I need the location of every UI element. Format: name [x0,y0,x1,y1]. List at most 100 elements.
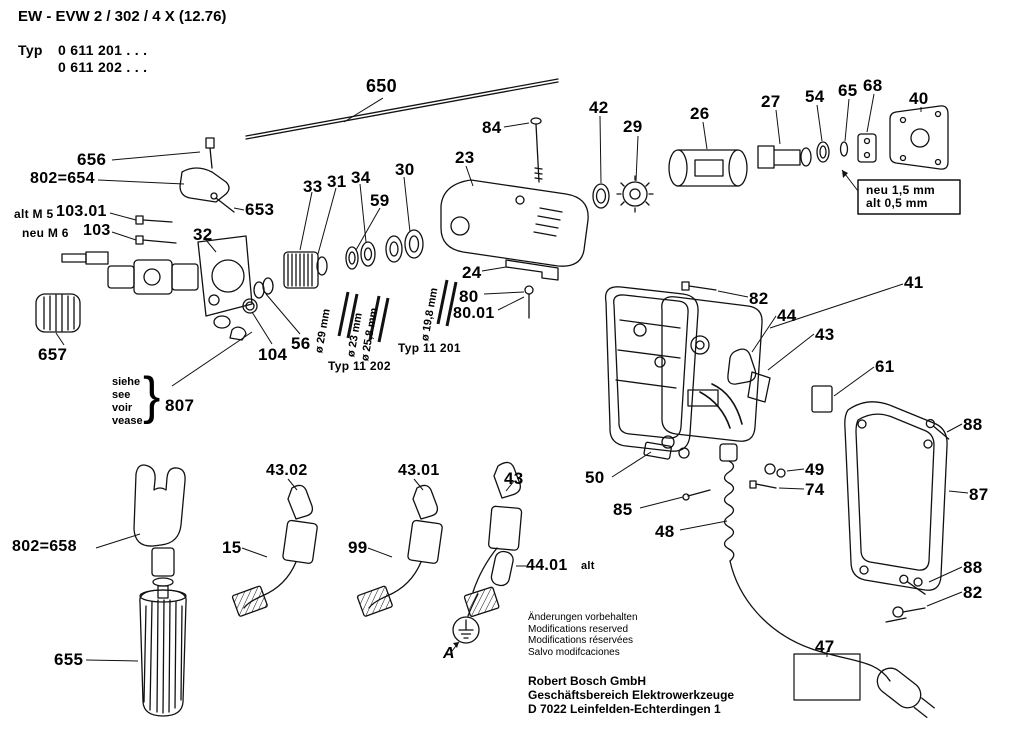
washers-59-30 [345,229,424,270]
note-typ-11-201: Typ 11 201 [398,341,461,355]
part-label-88-bottom: 88 [963,558,983,577]
part-label-44-01: 44.01 [526,557,568,574]
spindle-assembly-807 [61,251,199,295]
part-label-41: 41 [904,273,924,292]
part-label-34: 34 [351,168,371,187]
plate-68 [857,133,877,163]
company-name: Robert Bosch GmbH [528,674,647,688]
field-26 [668,149,748,187]
knurled-sleeve-657 [35,293,81,333]
part-label-43-right: 43 [815,325,835,344]
part-label-655: 655 [54,650,84,669]
part-label-24: 24 [462,263,482,282]
part-label-657: 657 [38,345,68,364]
modifications-line-de: Änderungen vorbehalten [528,612,638,623]
part-label-653: 653 [245,200,275,219]
part-label-23: 23 [455,148,475,167]
part-label-61: 61 [875,357,895,376]
housing-shell-44 [604,286,699,452]
trigger-switch-44-43 [699,348,771,429]
switch-assembly-43-01 [356,484,443,617]
housing-shell-41 [661,296,763,449]
bearing-plate-40 [889,105,949,170]
note-siehe: siehe [112,376,141,388]
part-label-82-top: 82 [749,289,769,308]
depth-rod-650 [245,78,559,140]
part-label-33: 33 [303,177,323,196]
cover-61 [811,385,833,413]
brace-glyph: } [143,367,161,425]
ground-symbol [452,616,480,644]
rings-54-65 [816,141,849,163]
part-label-85: 85 [613,500,633,519]
note-voir: voir [112,402,133,414]
note-see: see [112,389,131,401]
part-label-82-bottom: 82 [963,583,983,602]
part-label-32: 32 [193,225,213,244]
part-label-43-01: 43.01 [398,462,440,479]
gear-housing-32 [197,235,253,341]
note-gap-alt: alt 0,5 mm [866,196,928,210]
part-label-54: 54 [805,87,825,106]
part-label-59: 59 [370,191,390,210]
part-label-15: 15 [222,538,242,557]
part-label-43-mid: 43 [504,469,524,488]
part-label-103-01: 103.01 [56,203,107,220]
switch-assembly-43-02 [231,484,318,617]
part-label-49: 49 [805,460,825,479]
part-label-56: 56 [291,334,311,353]
modifications-line-fr: Modifications réservées [528,635,634,646]
part-label-50: 50 [585,468,605,487]
note-siehe-block: siehe see voir vease [112,376,143,428]
part-label-26: 26 [690,104,710,123]
part-label-80-01: 80.01 [453,305,495,322]
part-label-31: 31 [327,172,347,191]
gap-note-box [857,179,961,215]
part-label-84: 84 [482,118,502,137]
part-label-74: 74 [805,480,825,499]
part-label-103: 103 [83,222,111,239]
shaft-27 [757,145,812,169]
dimension-marks [337,279,458,343]
cord-grip-48 [719,443,738,562]
power-cord-47 [729,560,935,718]
side-cover-87 [844,401,948,591]
part-label-99: 99 [348,538,368,557]
part-label-30: 30 [395,160,415,179]
screws-88-82 [885,418,950,623]
part-label-47: 47 [815,637,835,656]
screw-85 [682,489,711,501]
ground-mark-a: A [443,645,455,662]
part-label-68: 68 [863,76,883,95]
note-neu-m6: neu M 6 [22,226,69,240]
screw-80 [524,285,534,319]
part-label-87: 87 [969,485,989,504]
part-label-29: 29 [623,117,643,136]
note-gap-neu: neu 1,5 mm [866,183,936,197]
company-block: Robert Bosch GmbH Geschäftsbereich Elekt… [528,674,734,716]
washer-42 [592,183,610,209]
screws-103 [135,215,177,245]
leader-lines [55,93,969,662]
company-address: D 7022 Leinfelden-Echterdingen 1 [528,702,721,716]
company-division: Geschäftsbereich Elektrowerkzeuge [528,688,735,702]
note-alt-m5: alt M 5 [14,207,54,221]
note-alt-suffix: alt [581,560,595,572]
part-label-656: 656 [77,150,107,169]
part-label-27: 27 [761,92,781,111]
gear-29 [616,175,654,213]
rings-104-56 [242,277,274,314]
part-label-43-02: 43.02 [266,462,308,479]
screw-82-top [681,281,717,291]
part-label-42: 42 [589,98,609,117]
modifications-line-es: Salvo modifcaciones [528,646,620,658]
model-number: EW - EVW 2 / 302 / 4 X (12.76) [18,8,227,25]
typ-number-2: 0 611 202 . . . [58,59,148,75]
part-label-44: 44 [777,306,797,325]
modifications-note: Änderungen vorbehalten Modifications res… [528,612,638,658]
screw-84 [530,117,543,183]
modifications-line-en: Modifications reserved [528,623,629,635]
typ-number-1: 0 611 201 . . . [58,42,148,58]
